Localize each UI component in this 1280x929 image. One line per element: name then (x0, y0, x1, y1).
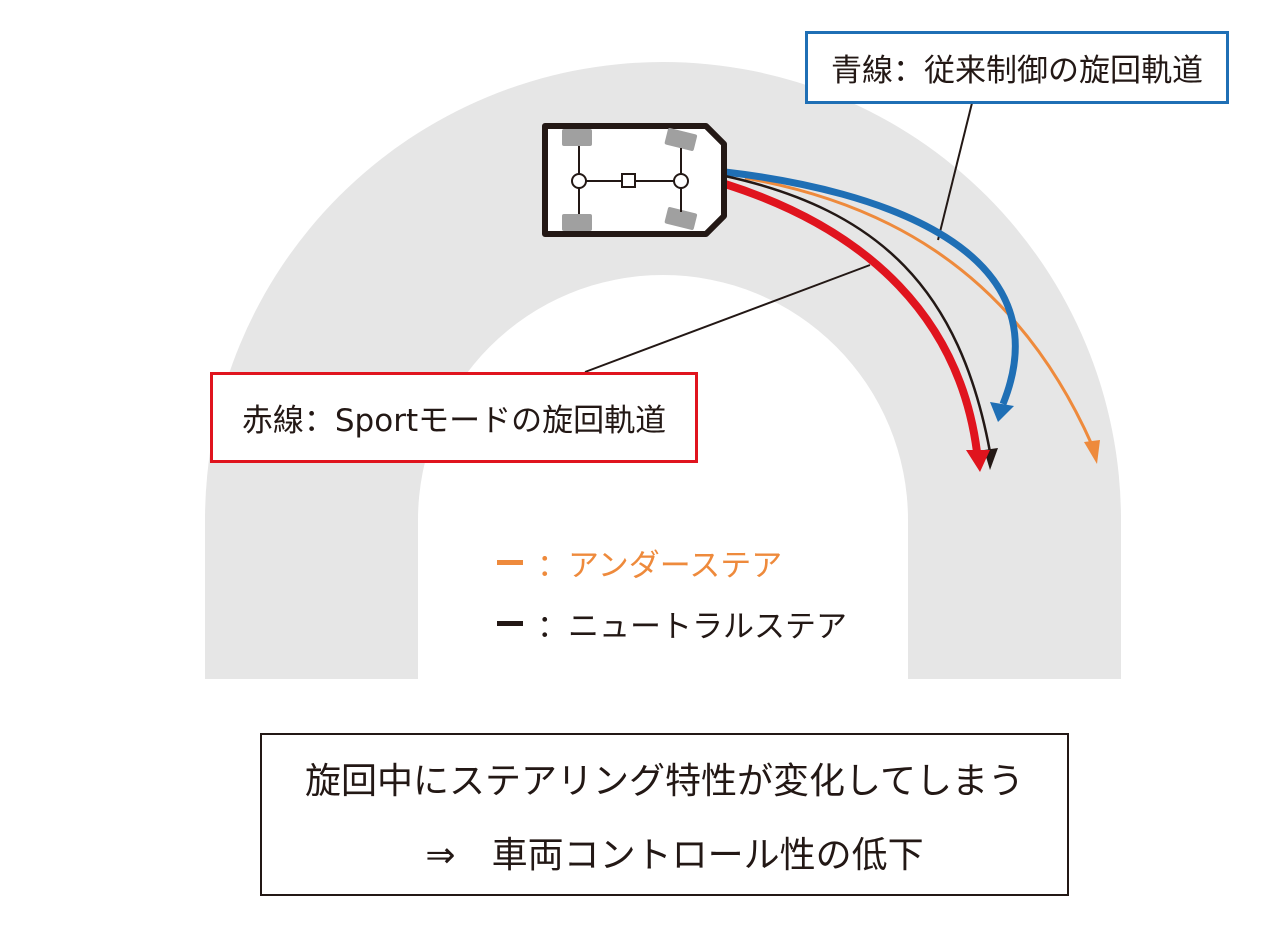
blue-arrowhead (990, 402, 1014, 422)
summary-line-2: ⇒ 車両コントロール性の低下 (425, 834, 924, 876)
red-trajectory-text: 赤線：Sportモードの旋回軌道 (241, 403, 667, 439)
blue-trajectory-text: 青線：従来制御の旋回軌道 (831, 53, 1203, 89)
vehicle-chassis-icon (542, 123, 727, 237)
track (205, 62, 1121, 679)
red-leader-line (584, 264, 871, 373)
understeer-arrowhead (1084, 440, 1100, 464)
legend-swatch-orange (497, 560, 523, 565)
blue-trajectory (724, 168, 1019, 406)
blue-trajectory-label: 青線：従来制御の旋回軌道 (805, 31, 1229, 104)
legend-item-neutral: ：ニュートラルステア (497, 601, 847, 646)
legend-item-understeer: ：アンダーステア (497, 540, 782, 585)
legend-swatch-black (497, 621, 523, 626)
legend-text-neutral: ：ニュートラルステア (537, 609, 847, 645)
red-arrowhead (966, 450, 990, 472)
legend-text-understeer: ：アンダーステア (537, 548, 783, 584)
summary-box: 旋回中にステアリング特性が変化してしまう ⇒ 車両コントロール性の低下 (260, 733, 1069, 896)
red-trajectory (723, 180, 981, 453)
summary-line-1: 旋回中にステアリング特性が変化してしまう (305, 760, 1024, 802)
red-trajectory-label: 赤線：Sportモードの旋回軌道 (210, 372, 698, 463)
blue-leader-line (937, 102, 973, 241)
neutral-trajectory (724, 174, 992, 453)
understeer-trajectory (744, 176, 1094, 446)
